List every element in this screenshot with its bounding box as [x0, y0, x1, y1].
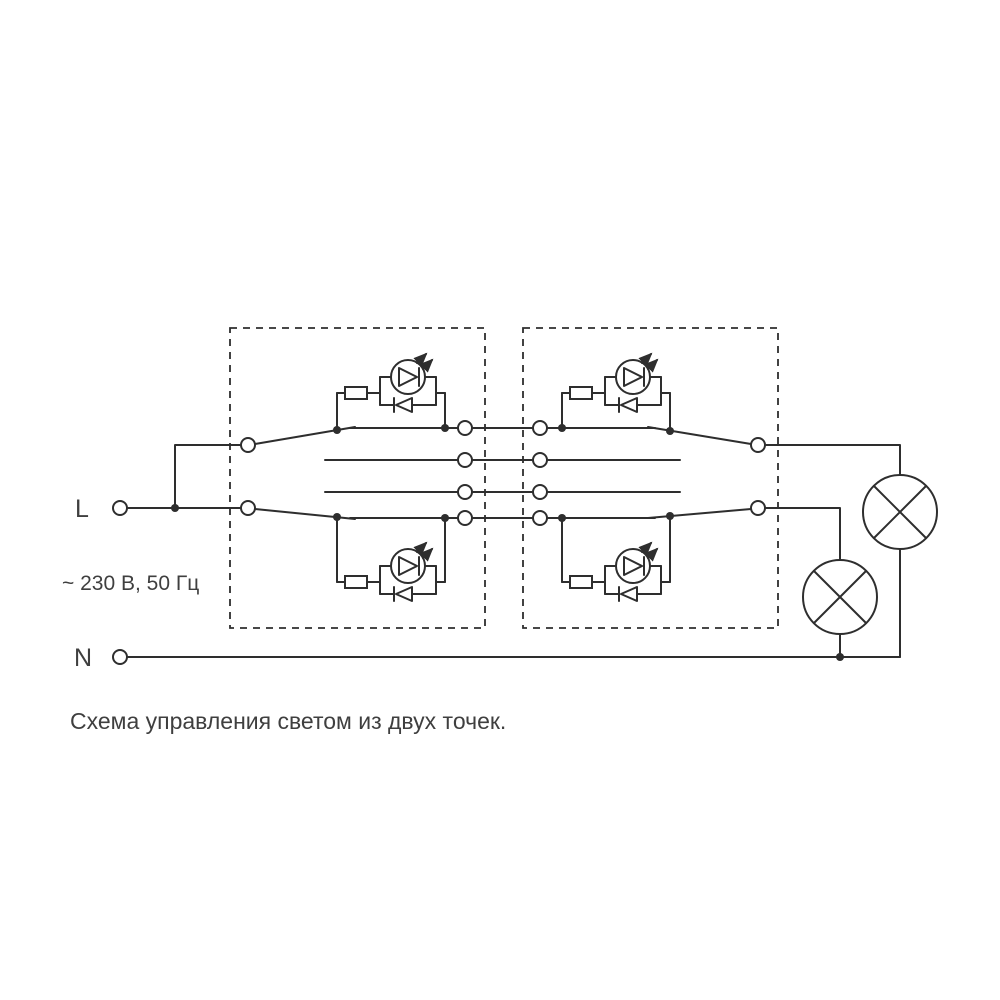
l-terminal [112, 500, 128, 516]
junction-dot [171, 504, 179, 512]
traveler-links [471, 427, 534, 519]
line-label: L [75, 495, 89, 523]
junction-dot [333, 513, 341, 521]
lamp-circuit [764, 444, 938, 661]
switch-1-traveler-wires [324, 427, 459, 519]
switch-1-terminal [457, 510, 473, 526]
switch-2-boundary [522, 327, 779, 629]
junction-dot [666, 427, 674, 435]
led-indicator-top-left [333, 354, 449, 434]
switch-1-boundary [229, 327, 486, 629]
switch-1-common-top [240, 437, 256, 453]
junction-dot [441, 424, 449, 432]
junction-dot [666, 512, 674, 520]
junction-dot [558, 424, 566, 432]
switch-2-blade-top [647, 426, 752, 445]
n-terminal [112, 649, 128, 665]
line-feed [112, 444, 242, 516]
switch-1-common-bottom [240, 500, 256, 516]
junction-dot [333, 426, 341, 434]
lamp-2-feed-wire [764, 507, 841, 561]
switch-2-terminal [532, 420, 548, 436]
led-indicator-top-right [558, 354, 674, 435]
switch-1-terminal [457, 484, 473, 500]
switch-1-terminal [457, 420, 473, 436]
voltage-label: ~ 230 В, 50 Гц [62, 572, 199, 595]
switch-2-common-top [750, 437, 766, 453]
switch-2-terminal [532, 484, 548, 500]
switch-2-common-bottom [750, 500, 766, 516]
switch-1-terminal [457, 452, 473, 468]
neutral-feed [112, 649, 901, 665]
switch-2-terminal [532, 452, 548, 468]
led-indicator-bottom-right [558, 512, 674, 601]
caption: Схема управления светом из двух точек. [70, 708, 506, 734]
lamp-1-feed-wire [764, 444, 901, 476]
switch-2-blade-bottom [647, 508, 752, 519]
switch-1 [229, 327, 486, 629]
junction-dot [441, 514, 449, 522]
switch-2 [522, 327, 779, 629]
junction-dot [558, 514, 566, 522]
led-indicator-bottom-left [333, 513, 449, 601]
switch-2-terminal [532, 510, 548, 526]
neutral-label: N [74, 644, 92, 672]
switch-2-traveler-wires [546, 427, 681, 519]
l-feed-wire [126, 444, 242, 509]
